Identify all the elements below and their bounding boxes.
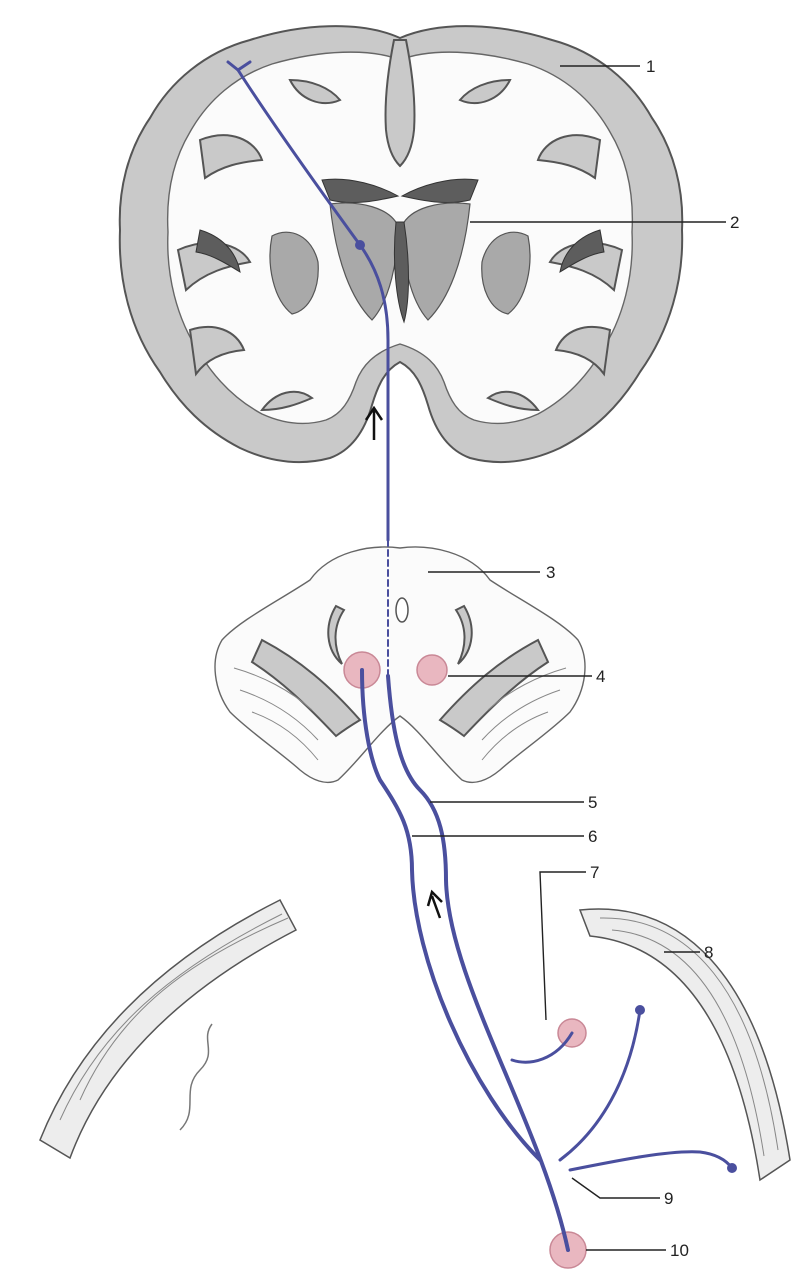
cochlea-right [580, 909, 790, 1180]
label-3: 3 [546, 563, 555, 582]
label-1: 1 [646, 57, 655, 76]
longitudinal-fissure [385, 40, 414, 166]
label-7: 7 [590, 863, 599, 882]
label-2: 2 [730, 213, 739, 232]
receptor-terminal-upper [635, 1005, 645, 1015]
label-8: 8 [704, 943, 713, 962]
label-10: 10 [670, 1241, 689, 1260]
relay-neuron [355, 240, 365, 250]
up-arrow-icon [428, 892, 442, 918]
cochlea-left [40, 900, 296, 1158]
nucleus-right [417, 655, 447, 685]
label-6: 6 [588, 827, 597, 846]
aqueduct [396, 598, 408, 622]
fiber-to-receptor-right [570, 1152, 732, 1170]
label-9: 9 [664, 1189, 673, 1208]
hair-cell-fragment [180, 1024, 212, 1130]
label-4: 4 [596, 667, 605, 686]
label-5: 5 [588, 793, 597, 812]
receptor-terminal-right [727, 1163, 737, 1173]
brain-coronal-section [120, 26, 683, 462]
